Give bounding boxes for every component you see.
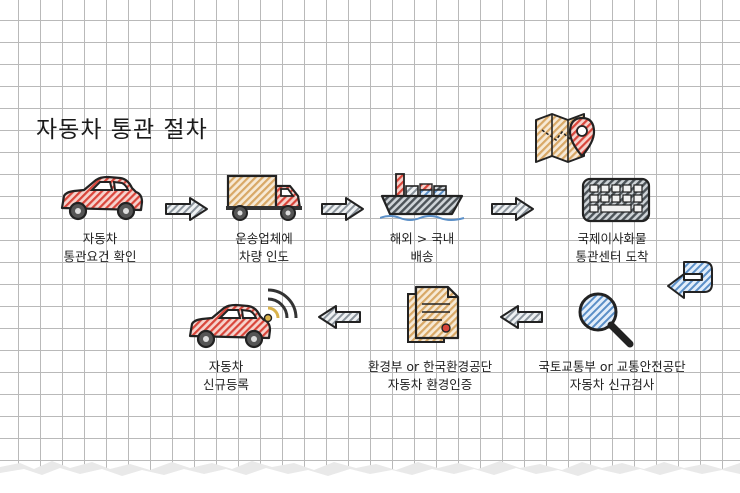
arrow-right-icon bbox=[491, 197, 534, 221]
arrow-right-icon bbox=[321, 197, 364, 221]
truck-icon bbox=[226, 174, 302, 221]
torn-paper-edge bbox=[0, 461, 740, 493]
cargo-ship-icon bbox=[380, 173, 465, 221]
arrow-right-icon bbox=[165, 197, 208, 221]
wifi-signal-icon bbox=[263, 288, 298, 323]
car-icon bbox=[60, 175, 144, 221]
map-pin-icon bbox=[535, 113, 596, 163]
arrow-left-icon bbox=[500, 305, 543, 329]
car-icon bbox=[188, 288, 298, 349]
u-turn-arrow-icon bbox=[667, 261, 713, 299]
document-icon bbox=[407, 285, 460, 343]
keyboard-icon bbox=[581, 177, 651, 223]
magnifier-icon bbox=[578, 292, 634, 348]
arrow-left-icon bbox=[318, 305, 361, 329]
page-title: 자동차 통관 절차 bbox=[36, 117, 208, 143]
